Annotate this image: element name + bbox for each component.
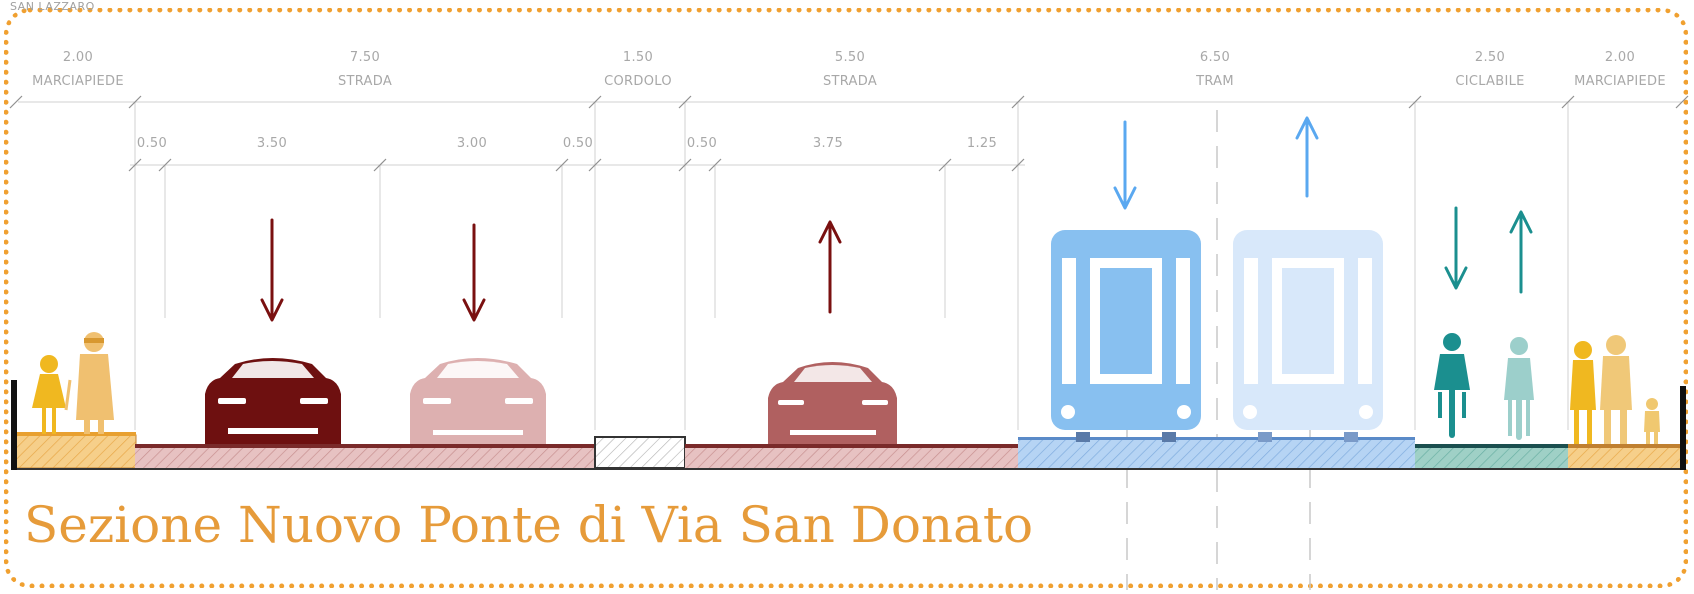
section-road-left-value: 7.50 (349, 50, 381, 65)
subdim-label: 0.50 (686, 136, 718, 151)
arrow-down-icon (462, 223, 486, 322)
tram-icon (1051, 230, 1201, 442)
direction-arrows (260, 116, 1533, 322)
car-icon-dark (205, 358, 341, 444)
car-icon-light (410, 358, 546, 444)
section-curb-value: 1.50 (622, 50, 654, 65)
arrow-up-icon (1509, 210, 1533, 294)
arrow-down-icon (1113, 120, 1137, 210)
pedestrian-child-right-icon (1644, 398, 1660, 444)
section-sidewalk-left-value: 2.00 (62, 50, 94, 65)
arrow-up-icon (1295, 116, 1319, 198)
car-icon-mid (768, 362, 897, 444)
subdim-label: 3.75 (812, 136, 844, 151)
section-tram-value: 6.50 (1199, 50, 1231, 65)
section-bike-lane-label: CICLABILE (1455, 74, 1525, 89)
subdim-label: 0.50 (562, 136, 594, 151)
section-sidewalk-left-label: MARCIAPIEDE (32, 74, 124, 89)
dimension-ticks (9, 95, 1689, 172)
dimension-lines (18, 101, 1682, 430)
diagram-frame (4, 8, 1688, 588)
arrow-down-icon (1444, 206, 1468, 290)
deck (11, 380, 1686, 470)
arrow-up-icon (818, 220, 842, 314)
section-road-right-value: 5.50 (834, 50, 866, 65)
cyclist-icon-light (1504, 337, 1534, 440)
subdim-label: 1.25 (966, 136, 998, 151)
pedestrian-woman-icon (1570, 341, 1596, 444)
location-label: SAN LAZZARO (10, 0, 95, 13)
tram-axis-lines (1126, 110, 1311, 590)
tram-icon-light (1233, 230, 1383, 442)
pedestrian-child-icon (32, 355, 66, 434)
section-road-right-label: STRADA (822, 74, 878, 89)
section-sidewalk-right-label: MARCIAPIEDE (1574, 74, 1666, 89)
subdim-label: 0.50 (136, 136, 168, 151)
pedestrian-man-icon (1600, 335, 1632, 444)
section-tram-label: TRAM (1196, 74, 1234, 89)
diagram-title: Sezione Nuovo Ponte di Via San Donato (24, 496, 1034, 554)
section-sidewalk-right-value: 2.00 (1604, 50, 1636, 65)
pedestrian-elderly-icon (64, 332, 114, 434)
subdim-label: 3.00 (456, 136, 488, 151)
section-bike-lane-value: 2.50 (1474, 50, 1506, 65)
section-curb-label: CORDOLO (604, 74, 672, 89)
section-road-left-label: STRADA (337, 74, 393, 89)
subdim-label: 3.50 (256, 136, 288, 151)
cyclist-icon (1434, 333, 1470, 438)
arrow-down-icon (260, 218, 284, 322)
